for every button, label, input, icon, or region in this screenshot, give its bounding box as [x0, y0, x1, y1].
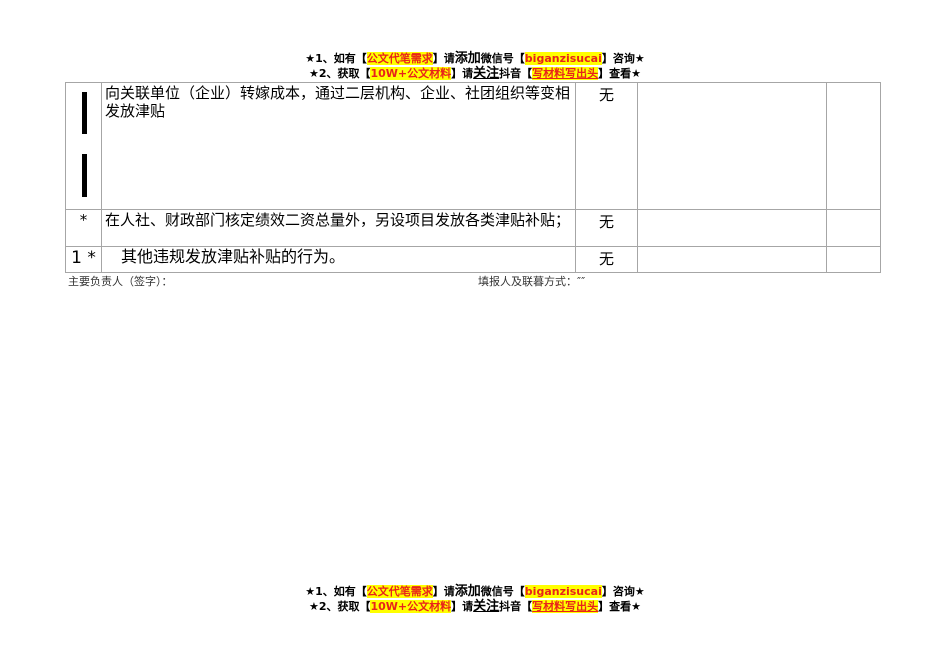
banner-text: 微信号【	[480, 52, 525, 65]
top-banner: ★1、如有【公文代笔需求】请添加微信号【biganzisucai】咨询★ ★2、…	[0, 51, 950, 81]
banner-text: 微信号【	[480, 585, 525, 598]
empty-cell	[826, 82, 881, 210]
highlight-text: 10W+公文材料	[370, 67, 452, 80]
banner-text: ★1、如有【	[305, 52, 367, 65]
table-row: * 在人社、财政部门核定绩效二资总量外，另设项目发放各类津贴补贴； 无	[65, 209, 881, 247]
banner-text: 】咨询★	[601, 585, 645, 598]
banner-text: ★2、获取【	[308, 600, 371, 613]
emphasis-text: 关注	[473, 599, 500, 614]
bottom-banner: ★1、如有【公文代笔需求】请添加微信号【biganzisucai】咨询★ ★2、…	[0, 584, 950, 614]
banner-line-1: ★1、如有【公文代笔需求】请添加微信号【biganzisucai】咨询★	[0, 51, 950, 66]
wechat-id: biganzisucai	[524, 585, 602, 598]
banner-line-2: ★2、获取【10W+公文材料】请关注抖音【写材料写出头】查看★	[0, 599, 950, 614]
highlight-text: 10W+公文材料	[370, 600, 452, 613]
wechat-id: biganzisucai	[524, 52, 602, 65]
empty-cell	[826, 209, 881, 247]
item-text-cell: 在人社、财政部门核定绩效二资总量外，另设项目发放各类津贴补贴；	[101, 209, 576, 247]
status-cell: 无	[575, 209, 638, 247]
banner-text: 抖音【	[499, 600, 533, 613]
empty-cell	[637, 209, 827, 247]
banner-line-2: ★2、获取【10W+公文材料】请关注抖音【写材料写出头】查看★	[0, 66, 950, 81]
empty-cell	[826, 246, 881, 273]
banner-line-1: ★1、如有【公文代笔需求】请添加微信号【biganzisucai】咨询★	[0, 584, 950, 599]
item-text-cell: 向关联单位（企业）转嫁成本，通过二层机构、企业、社团组织等变相发放津贴	[101, 82, 576, 210]
status-cell: 无	[575, 82, 638, 210]
banner-text: 抖音【	[499, 67, 533, 80]
item-text: 其他违规发放津贴补贴的行为。	[105, 247, 346, 266]
item-text: 在人社、财政部门核定绩效二资总量外，另设项目发放各类津贴补贴；	[105, 211, 571, 229]
banner-text: 】请	[432, 52, 455, 65]
row-number-cell: *	[65, 209, 102, 247]
table-row: 向关联单位（企业）转嫁成本，通过二层机构、企业、社团组织等变相发放津贴 无	[65, 82, 881, 210]
item-text: 向关联单位（企业）转嫁成本，通过二层机构、企业、社团组织等变相发放津贴	[105, 84, 571, 120]
row-number: 1 *	[71, 248, 96, 268]
contact-label: 填报人及联暮方式：″″	[478, 275, 586, 288]
item-text-cell: 其他违规发放津贴补贴的行为。	[101, 246, 576, 273]
emphasis-text: 添加	[454, 584, 481, 599]
banner-text: 】咨询★	[601, 52, 645, 65]
banner-text: 】查看★	[598, 67, 642, 80]
empty-cell	[637, 246, 827, 273]
douyin-id: 写材料写出头	[532, 600, 599, 613]
banner-text: 】请	[432, 585, 455, 598]
status-text: 无	[598, 213, 614, 231]
emphasis-text: 关注	[473, 66, 500, 81]
status-text: 无	[598, 86, 614, 104]
douyin-id: 写材料写出头	[532, 67, 599, 80]
banner-text: 】查看★	[598, 600, 642, 613]
table-row: 1 * 其他违规发放津贴补贴的行为。 无	[65, 246, 881, 273]
signature-label: 主要负责人（签字）：	[68, 275, 173, 288]
banner-text: 】请	[451, 600, 474, 613]
banner-text: ★2、获取【	[308, 67, 371, 80]
checklist-table: 向关联单位（企业）转嫁成本，通过二层机构、企业、社团组织等变相发放津贴 无 * …	[65, 82, 881, 273]
banner-text: 】请	[451, 67, 474, 80]
emphasis-text: 添加	[454, 51, 481, 66]
vertical-mark-bottom	[82, 154, 87, 197]
row-number-cell: 1 *	[65, 246, 102, 273]
vertical-mark-top	[82, 92, 87, 134]
status-cell: 无	[575, 246, 638, 273]
empty-cell	[637, 82, 827, 210]
banner-text: ★1、如有【	[305, 585, 367, 598]
highlight-text: 公文代笔需求	[366, 585, 433, 598]
highlight-text: 公文代笔需求	[366, 52, 433, 65]
status-text: 无	[598, 250, 614, 268]
row-number: *	[79, 211, 88, 229]
